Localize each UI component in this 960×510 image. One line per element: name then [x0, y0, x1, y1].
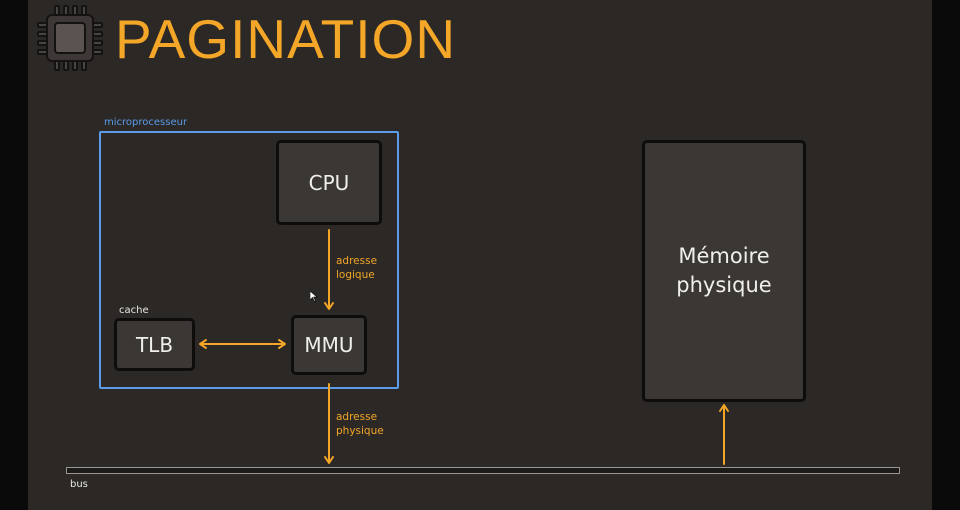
microprocessor-boundary: [99, 131, 399, 389]
microprocessor-label: microprocesseur: [104, 117, 188, 128]
logical-address-line2: logique: [336, 269, 375, 281]
cpu-label: CPU: [308, 170, 350, 195]
cpu-block: CPU: [276, 140, 382, 225]
physical-memory-block: Mémoire physique: [642, 140, 806, 402]
logical-address-label: adresse logique: [336, 254, 377, 282]
memory-label-line2: physique: [676, 273, 772, 297]
mmu-label: MMU: [304, 333, 354, 357]
bus-label: bus: [70, 479, 88, 490]
slide-title: PAGINATION: [115, 8, 457, 70]
logical-address-line1: adresse: [336, 255, 378, 267]
memory-label-line1: Mémoire: [678, 244, 770, 268]
mouse-cursor-icon: [310, 291, 318, 302]
physical-address-line1: adresse: [336, 411, 378, 423]
tlb-block: TLB: [114, 318, 195, 371]
bus-line: [66, 467, 900, 474]
tlb-label: TLB: [135, 332, 174, 357]
cache-label: cache: [119, 305, 149, 316]
mmu-block: MMU: [291, 315, 367, 375]
physical-address-label: adresse physique: [336, 410, 384, 438]
physical-address-line2: physique: [336, 425, 384, 437]
microchip-icon: [37, 5, 103, 71]
